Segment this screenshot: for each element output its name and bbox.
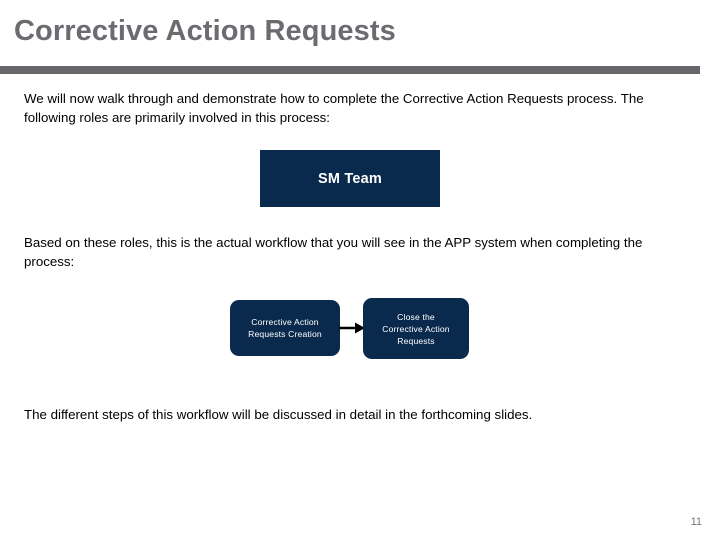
- role-box-label: SM Team: [318, 170, 382, 187]
- workflow-step-label: Close the Corrective Action Requests: [382, 311, 450, 346]
- page-number: 11: [690, 516, 702, 528]
- arrow-right-icon: [339, 322, 365, 334]
- closing-paragraph: The different steps of this workflow wil…: [24, 407, 533, 422]
- page-title: Corrective Action Requests: [14, 15, 396, 47]
- title-divider: [0, 66, 700, 74]
- workflow-step-close: Close the Corrective Action Requests: [363, 298, 469, 359]
- workflow-lead-paragraph: Based on these roles, this is the actual…: [24, 235, 643, 269]
- workflow-step-label: Corrective Action Requests Creation: [248, 317, 322, 339]
- workflow-step-creation: Corrective Action Requests Creation: [230, 300, 340, 356]
- workflow-diagram: Corrective Action Requests Creation Clos…: [0, 290, 720, 370]
- role-box-sm-team: SM Team: [260, 150, 440, 207]
- intro-paragraph: We will now walk through and demonstrate…: [24, 91, 644, 125]
